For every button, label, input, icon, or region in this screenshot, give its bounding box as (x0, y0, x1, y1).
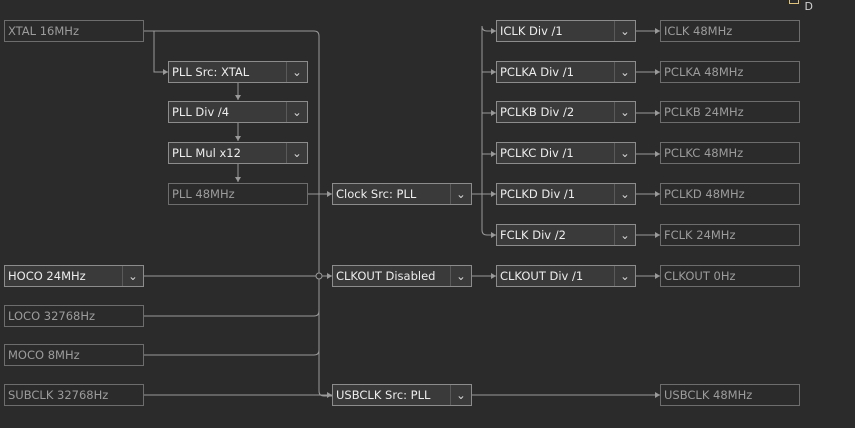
pclkc-div-dropdown[interactable]: PCLKC Div /1 ⌄ (496, 142, 636, 164)
chevron-down-icon: ⌄ (614, 102, 635, 122)
hoco-source-dropdown[interactable]: HOCO 24MHz ⌄ (4, 265, 144, 287)
pll-src-label: PLL Src: XTAL (172, 65, 250, 79)
fclk-div-dropdown[interactable]: FCLK Div /2 ⌄ (496, 224, 636, 246)
pclka-output: PCLKA 48MHz (660, 61, 800, 83)
usbclk-output: USBCLK 48MHz (660, 384, 800, 406)
pclkc-div-label: PCLKC Div /1 (500, 146, 574, 160)
clkout-div-label: CLKOUT Div /1 (500, 269, 584, 283)
pll-mul-label: PLL Mul x12 (172, 146, 241, 160)
fclk-output: FCLK 24MHz (660, 224, 800, 246)
subclk-source: SUBCLK 32768Hz (4, 384, 144, 406)
restore-icon (789, 0, 800, 4)
pll-div-label: PLL Div /4 (172, 105, 230, 119)
chevron-down-icon: ⌄ (450, 184, 471, 204)
clkout-src-label: CLKOUT Disabled (336, 269, 436, 283)
pclkd-output: PCLKD 48MHz (660, 183, 800, 205)
clock-src-dropdown[interactable]: Clock Src: PLL ⌄ (332, 183, 472, 205)
pclkb-div-dropdown[interactable]: PCLKB Div /2 ⌄ (496, 101, 636, 123)
chevron-down-icon: ⌄ (614, 184, 635, 204)
chevron-down-icon: ⌄ (286, 62, 307, 82)
pll-div-dropdown[interactable]: PLL Div /4 ⌄ (168, 101, 308, 123)
iclk-div-dropdown[interactable]: ICLK Div /1 ⌄ (496, 20, 636, 42)
chevron-down-icon: ⌄ (286, 102, 307, 122)
pll-src-dropdown[interactable]: PLL Src: XTAL ⌄ (168, 61, 308, 83)
chevron-down-icon: ⌄ (286, 143, 307, 163)
clock-src-label: Clock Src: PLL (336, 187, 417, 201)
xtal-source: XTAL 16MHz (4, 20, 144, 42)
chevron-down-icon: ⌄ (614, 62, 635, 82)
usbclk-src-label: USBCLK Src: PLL (336, 388, 431, 402)
clkout-src-dropdown[interactable]: CLKOUT Disabled ⌄ (332, 265, 472, 287)
iclk-output: ICLK 48MHz (660, 20, 800, 42)
pclka-div-label: PCLKA Div /1 (500, 65, 574, 79)
pll-mul-dropdown[interactable]: PLL Mul x12 ⌄ (168, 142, 308, 164)
clkout-div-dropdown[interactable]: CLKOUT Div /1 ⌄ (496, 265, 636, 287)
pclkc-output: PCLKC 48MHz (660, 142, 800, 164)
clkout-output: CLKOUT 0Hz (660, 265, 800, 287)
chevron-down-icon: ⌄ (614, 225, 635, 245)
chevron-down-icon: ⌄ (614, 21, 635, 41)
pclkd-div-dropdown[interactable]: PCLKD Div /1 ⌄ (496, 183, 636, 205)
chevron-down-icon: ⌄ (450, 266, 471, 286)
moco-source: MOCO 8MHz (4, 344, 144, 366)
pclkb-div-label: PCLKB Div /2 (500, 105, 575, 119)
restore-defaults-button[interactable]: Restore D (789, 0, 855, 13)
pclkd-div-label: PCLKD Div /1 (500, 187, 576, 201)
fclk-div-label: FCLK Div /2 (500, 228, 566, 242)
chevron-down-icon: ⌄ (614, 266, 635, 286)
pclka-div-dropdown[interactable]: PCLKA Div /1 ⌄ (496, 61, 636, 83)
iclk-div-label: ICLK Div /1 (500, 24, 563, 38)
chevron-down-icon: ⌄ (614, 143, 635, 163)
pll-output: PLL 48MHz (168, 183, 308, 205)
chevron-down-icon: ⌄ (122, 266, 143, 286)
chevron-down-icon: ⌄ (450, 385, 471, 405)
pclkb-output: PCLKB 24MHz (660, 101, 800, 123)
restore-label: Restore D (804, 0, 813, 13)
usbclk-src-dropdown[interactable]: USBCLK Src: PLL ⌄ (332, 384, 472, 406)
loco-source: LOCO 32768Hz (4, 305, 144, 327)
hoco-label: HOCO 24MHz (8, 269, 86, 283)
